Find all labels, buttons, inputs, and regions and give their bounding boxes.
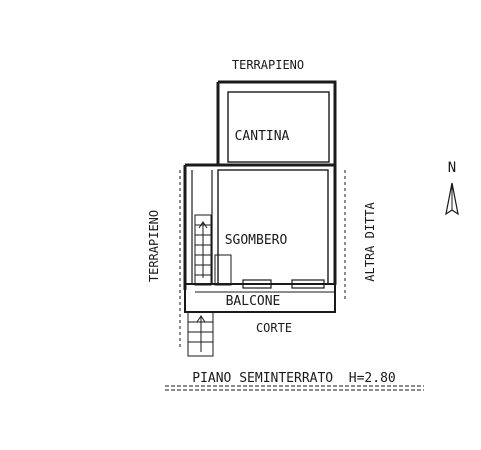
north-label: N <box>448 160 456 176</box>
terrapieno-top-label: TERRAPIENO <box>232 58 304 72</box>
window-1 <box>242 279 272 289</box>
stairs <box>187 214 232 357</box>
altra-ditta-label: ALTRA DITTA <box>363 201 377 281</box>
plan-caption: PIANO SEMINTERRATO H=2.80 <box>192 371 396 386</box>
sgombero-label: SGOMBERO <box>225 233 288 248</box>
balcone-label: BALCONE <box>226 294 281 309</box>
plan-walls <box>179 80 346 350</box>
sgombero-wall <box>185 163 337 285</box>
cantina-label: CANTINA <box>235 129 290 144</box>
terrapieno-left-label: TERRAPIENO <box>147 210 161 282</box>
balcone <box>184 283 336 313</box>
north-arrow-icon: N <box>445 160 459 216</box>
sgombero-room <box>217 169 329 285</box>
window-2 <box>291 279 325 289</box>
corte-label: CORTE <box>256 321 292 335</box>
cantina-room <box>227 91 330 163</box>
cantina-wall <box>218 80 337 165</box>
